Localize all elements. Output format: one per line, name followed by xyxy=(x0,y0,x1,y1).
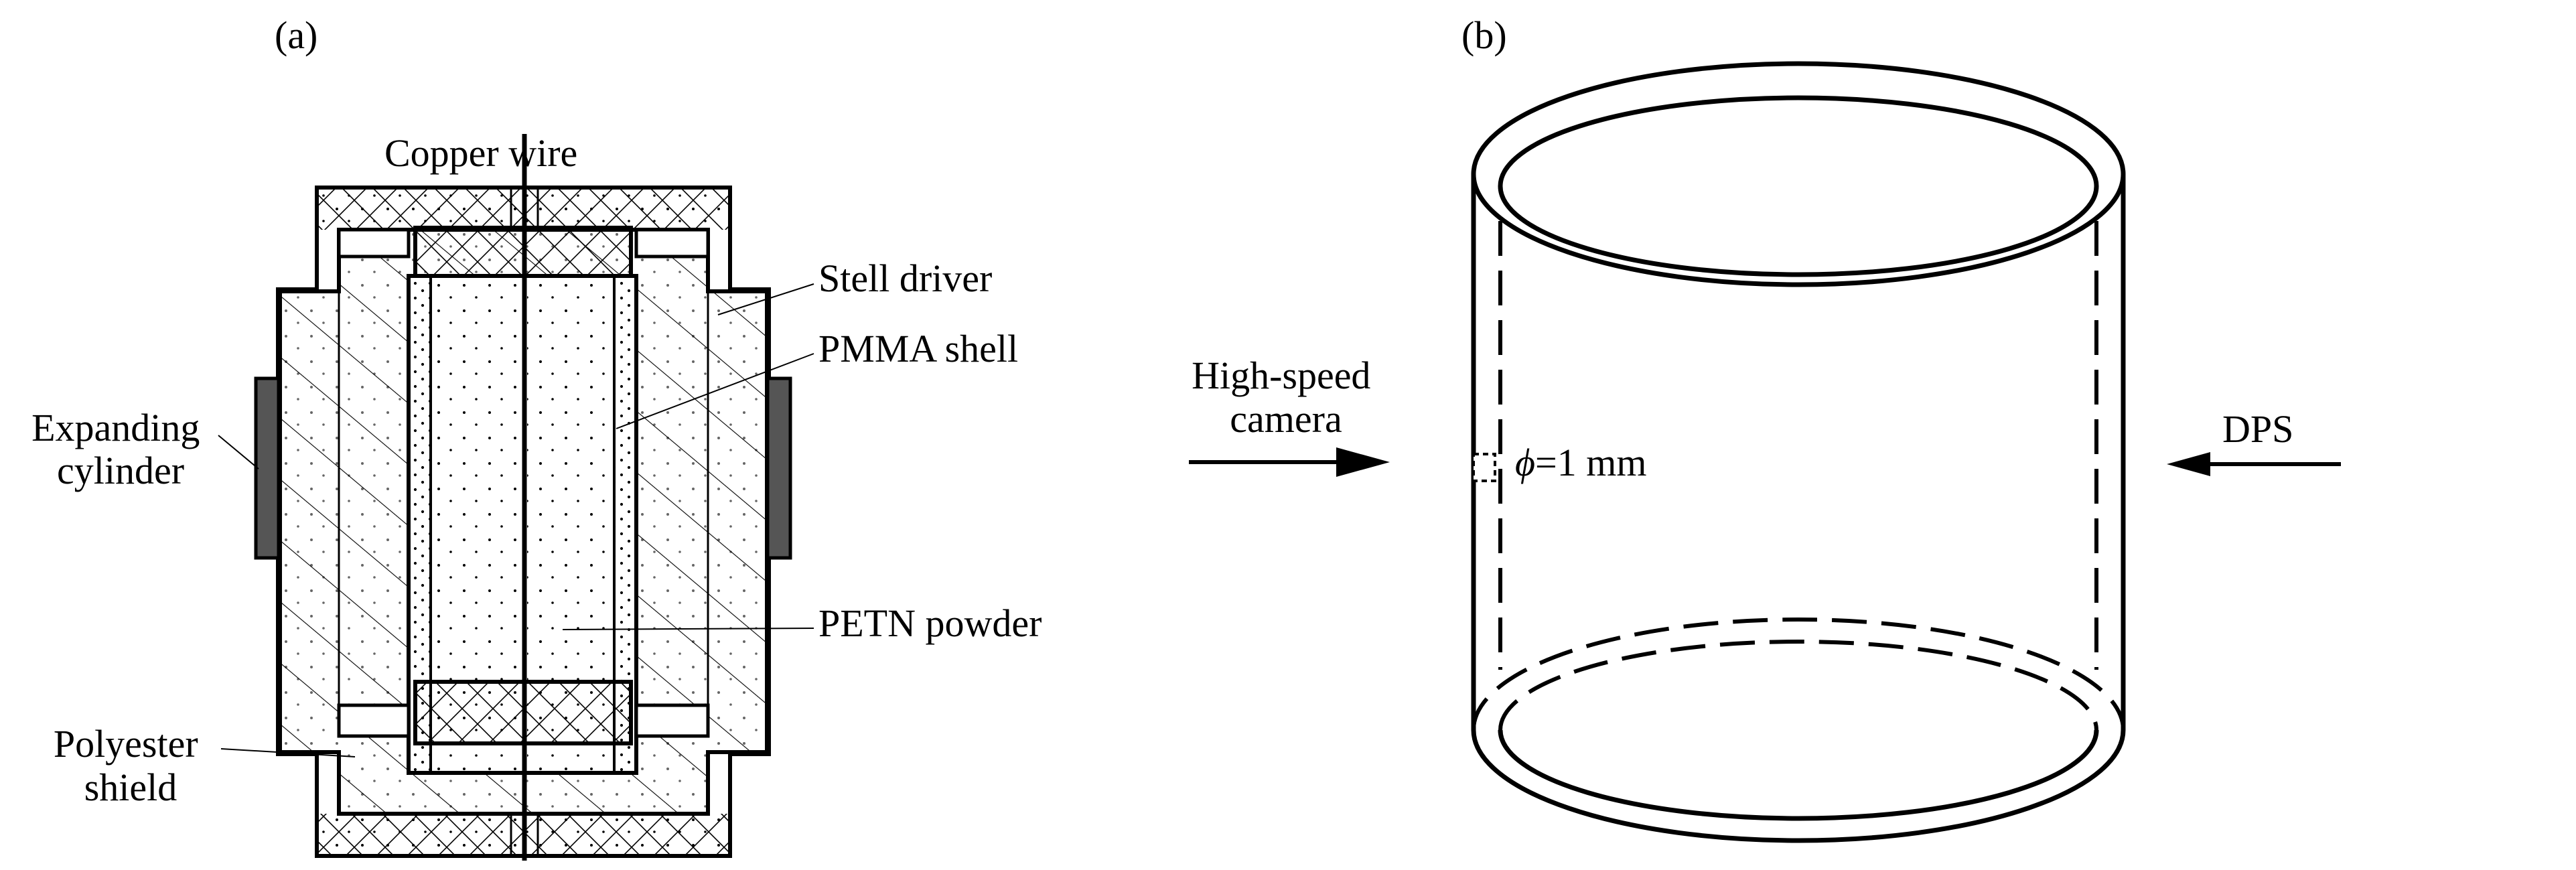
expanding-cylinder-right xyxy=(766,376,792,560)
label-high-speed-camera-line1: High-speed xyxy=(1192,354,1370,397)
label-petn-powder: PETN powder xyxy=(818,601,1042,645)
dps-arrow-head xyxy=(2167,452,2210,476)
label-polyester-shield-line2: shield xyxy=(84,766,177,809)
panel-a: (a) xyxy=(31,13,1042,861)
leader-pmma-shell xyxy=(616,353,814,429)
panel-b: (b) ϕ=1 mm High-speed camera DPS xyxy=(1189,13,2341,843)
cylinder-bottom-inner-front xyxy=(1498,729,2099,821)
phi-symbol: ϕ xyxy=(1515,441,1535,484)
label-dps: DPS xyxy=(2222,407,2293,451)
top-left-gap xyxy=(337,228,411,259)
label-steel-driver: Stell driver xyxy=(818,257,992,300)
cylinder-bottom-inner-back-hidden xyxy=(1498,640,2098,731)
top-right-gap xyxy=(634,228,710,259)
cylinder-bottom-outer-front xyxy=(1471,729,2126,843)
panel-a-label: (a) xyxy=(275,13,317,57)
label-polyester-shield-line1: Polyester xyxy=(54,722,198,766)
label-polyester-shield: Polyester shield xyxy=(54,722,208,809)
label-hole-diameter: ϕ=1 mm xyxy=(1515,441,1646,484)
bottom-right-gap xyxy=(634,703,710,738)
cylinder-bottom-outer-back-hidden xyxy=(1472,618,2125,731)
label-pmma-shell: PMMA shell xyxy=(818,327,1018,370)
leader-polyester-shield xyxy=(220,748,356,757)
expanding-cylinder-left xyxy=(254,376,281,560)
label-high-speed-camera: High-speed camera xyxy=(1192,354,1380,441)
panel-b-label: (b) xyxy=(1461,13,1507,57)
label-expanding-cylinder: Expanding cylinder xyxy=(31,406,210,492)
label-expanding-cylinder-line1: Expanding xyxy=(31,406,200,449)
bottom-left-gap xyxy=(337,703,411,738)
cylinder-top-inner-rim xyxy=(1498,95,2099,277)
hole-marker xyxy=(1472,453,1496,482)
label-high-speed-camera-line2: camera xyxy=(1230,397,1342,441)
label-copper-wire: Copper wire xyxy=(384,131,577,175)
leader-expanding-cylinder xyxy=(218,435,259,469)
hole-diameter-value: =1 mm xyxy=(1535,441,1646,484)
camera-arrow-head xyxy=(1336,447,1390,477)
leader-steel-driver xyxy=(717,283,814,315)
leader-petn-powder xyxy=(562,628,814,630)
label-expanding-cylinder-line2: cylinder xyxy=(57,449,184,492)
